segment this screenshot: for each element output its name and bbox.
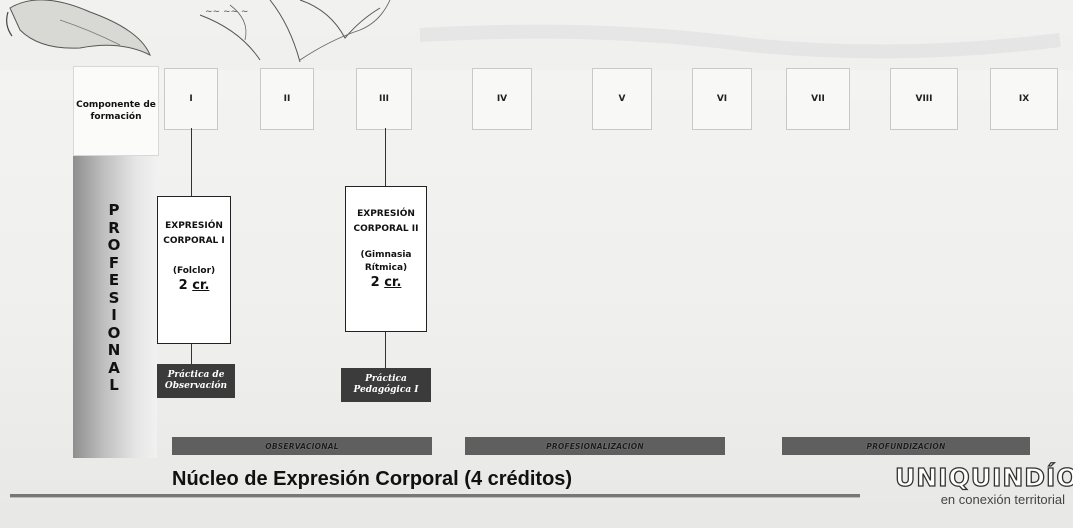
phase-bar-observacional: OBSERVACIONAL bbox=[172, 437, 432, 455]
semester-label: V bbox=[618, 94, 626, 104]
letter: R bbox=[108, 218, 120, 237]
course-box-expresion-corporal-2: EXPRESIÓN CORPORAL II (Gimnasia Rítmica)… bbox=[345, 186, 427, 332]
letter: O bbox=[107, 236, 121, 254]
semester-box-3: III bbox=[356, 68, 412, 130]
course-title: EXPRESIÓN bbox=[165, 221, 223, 231]
semester-box-5: V bbox=[592, 68, 652, 130]
diagram-title: Núcleo de Expresión Corporal (4 créditos… bbox=[172, 468, 573, 490]
semester-box-2: II bbox=[260, 68, 314, 130]
semester-label: VI bbox=[716, 94, 728, 104]
practice-label: Observación bbox=[164, 381, 228, 391]
component-label: Componente de formación bbox=[76, 100, 156, 122]
course-subtitle: Rítmica) bbox=[364, 263, 408, 273]
letter: F bbox=[108, 253, 120, 272]
practice-label: Práctica de bbox=[167, 370, 225, 380]
course-credits: 2 cr. bbox=[370, 275, 402, 290]
letter: O bbox=[107, 323, 121, 342]
course-subtitle: (Gimnasia bbox=[360, 250, 412, 260]
course-box-expresion-corporal-1: EXPRESIÓN CORPORAL I (Folclor) 2 cr. bbox=[157, 196, 231, 344]
letter: A bbox=[108, 358, 120, 377]
letter: L bbox=[109, 376, 119, 394]
semester-box-7: VII bbox=[786, 68, 850, 130]
phase-bar-profundizacion: PROFUNDIZACIÓN bbox=[782, 437, 1030, 455]
course-title: EXPRESIÓN bbox=[357, 209, 415, 219]
semester-box-8: VIII bbox=[890, 68, 958, 130]
semester-label: II bbox=[283, 94, 291, 104]
phase-label: PROFUNDIZACIÓN bbox=[866, 441, 946, 451]
university-logo: UNIQUINDÍO en conexión territorial bbox=[894, 463, 1073, 508]
brand-name: UNIQUINDÍO bbox=[894, 463, 1073, 492]
semester-label: VII bbox=[811, 94, 825, 104]
letter: I bbox=[111, 306, 117, 324]
semester-box-6: VI bbox=[692, 68, 752, 130]
phase-label: OBSERVACIONAL bbox=[265, 441, 339, 451]
practice-label: Pedagógica I bbox=[353, 385, 419, 395]
semester-box-4: IV bbox=[472, 68, 532, 130]
course-title: CORPORAL I bbox=[163, 236, 225, 246]
footer-rule bbox=[10, 494, 860, 497]
letter: E bbox=[108, 271, 120, 289]
connector-line bbox=[385, 330, 386, 368]
letter: N bbox=[107, 341, 121, 359]
connector-line bbox=[385, 128, 386, 186]
letter: S bbox=[108, 288, 120, 307]
phase-label: PROFESIONALIZACIÓN bbox=[546, 441, 644, 451]
course-title: CORPORAL II bbox=[353, 224, 419, 234]
footer-rule-shadow bbox=[10, 497, 860, 498]
semester-label: VIII bbox=[915, 94, 933, 104]
semester-label: IV bbox=[496, 94, 508, 104]
course-credits: 2 cr. bbox=[178, 278, 210, 293]
decorative-plant-sketch: ~~ ~~ ~ bbox=[0, 0, 1073, 70]
professional-vertical-label: P R O F E S I O N A L bbox=[104, 201, 124, 395]
semester-label: III bbox=[378, 94, 390, 104]
course-subtitle: (Folclor) bbox=[172, 266, 216, 276]
component-header: Componente de formación bbox=[73, 66, 159, 156]
letter: P bbox=[108, 201, 120, 219]
semester-box-1: I bbox=[164, 68, 218, 130]
professional-component-bar bbox=[73, 156, 157, 458]
semester-label: I bbox=[189, 94, 193, 104]
brand-tagline: en conexión territorial bbox=[940, 492, 1065, 507]
svg-text:~~ ~~ ~: ~~ ~~ ~ bbox=[205, 7, 248, 17]
phase-bar-profesionalizacion: PROFESIONALIZACIÓN bbox=[465, 437, 725, 455]
connector-line bbox=[191, 342, 192, 364]
semester-label: IX bbox=[1018, 94, 1030, 104]
practice-label: Práctica bbox=[365, 374, 407, 384]
connector-line bbox=[191, 128, 192, 196]
semester-box-9: IX bbox=[990, 68, 1058, 130]
